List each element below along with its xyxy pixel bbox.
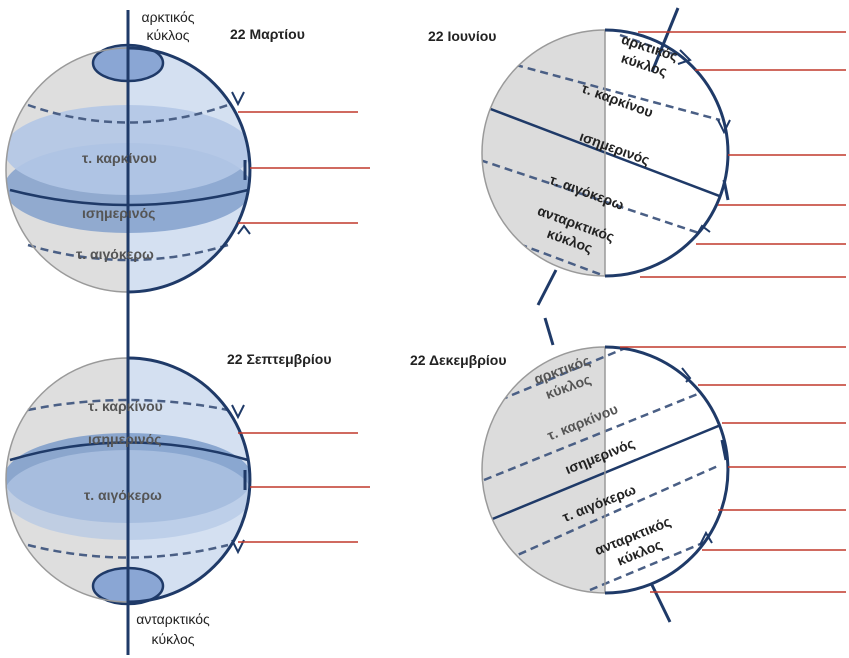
date-march: 22 Μαρτίου	[230, 26, 305, 42]
antarctic-line2: κύκλος	[118, 629, 228, 649]
date-december: 22 Δεκεμβρίου	[410, 352, 506, 368]
capricorn-label-march: τ. αιγόκερω	[76, 246, 154, 262]
date-september: 22 Σεπτεμβρίου	[227, 351, 331, 367]
cancer-label-march: τ. καρκίνου	[82, 150, 157, 166]
antarctic-line1: ανταρκτικός	[118, 609, 228, 629]
arctic-line1: αρκτικός	[128, 8, 208, 26]
cancer-label-september: τ. καρκίνου	[88, 398, 163, 414]
arctic-line2: κύκλος	[128, 26, 208, 44]
sun-rays-september	[238, 433, 370, 542]
arctic-circle-label-march: αρκτικός κύκλος	[128, 8, 208, 44]
equator-label-march: ισημερινός	[82, 205, 155, 221]
sun-rays-march	[238, 112, 370, 223]
globe-september	[4, 300, 252, 655]
antarctic-circle-label-september: ανταρκτικός κύκλος	[118, 609, 228, 649]
equator-label-september: ισημερινός	[88, 431, 161, 447]
globe-december	[480, 318, 728, 622]
capricorn-label-september: τ. αιγόκερω	[84, 487, 162, 503]
date-june: 22 Ιουνίου	[428, 28, 496, 44]
